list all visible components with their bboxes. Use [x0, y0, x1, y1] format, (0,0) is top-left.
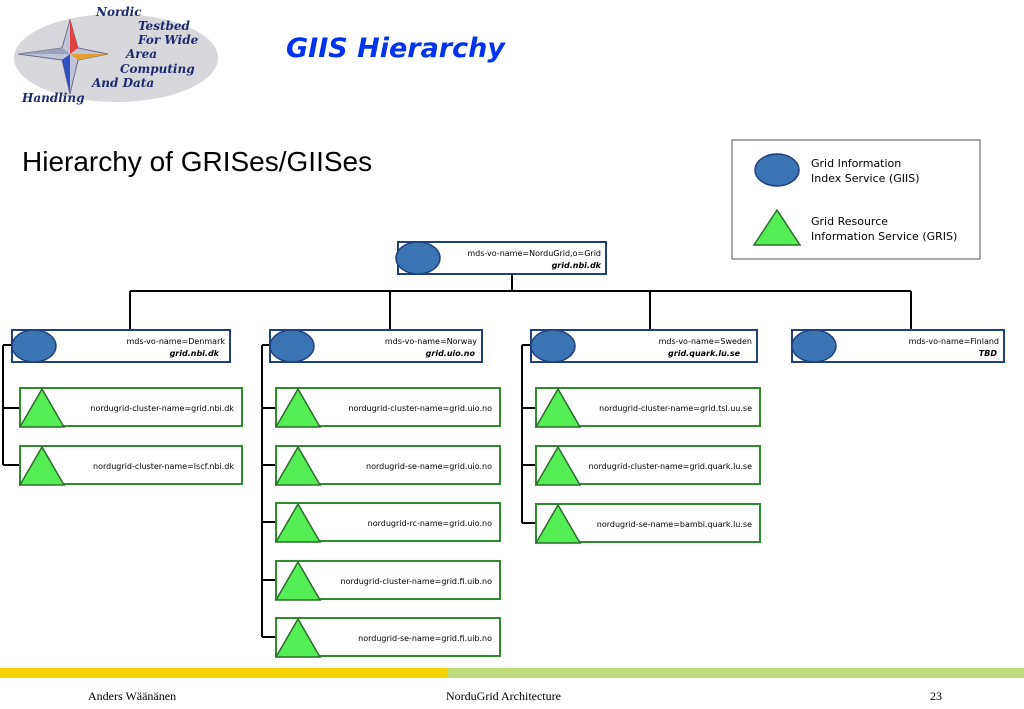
root-giis-node: mds-vo-name=NorduGrid,o=Grid grid.nbi.dk [395, 241, 607, 275]
node-host: grid.uio.no [426, 349, 476, 358]
node-host: TBD [979, 349, 998, 358]
node-label: nordugrid-cluster-name=grid.tsl.uu.se [599, 404, 752, 413]
giis-icon [395, 241, 441, 275]
logo-line: Nordic [95, 5, 142, 19]
gris-icon [18, 445, 66, 486]
node-host: grid.nbi.dk [170, 349, 220, 358]
node-label: mds-vo-name=Norway [385, 337, 477, 346]
node-label: mds-vo-name=Denmark [126, 337, 225, 346]
gris-icon [534, 387, 582, 428]
giis-icon [269, 329, 315, 363]
nordugrid-logo: Nordic Testbed For Wide Area Computing A… [14, 5, 218, 105]
node-label: nordugrid-cluster-name=grid.nbi.dk [90, 404, 234, 413]
footer-presentation-title: NorduGrid Architecture [446, 689, 561, 703]
node-label: mds-vo-name=Sweden [659, 337, 752, 346]
node-label: nordugrid-rc-name=grid.uio.no [368, 519, 492, 528]
logo-line: For Wide [137, 33, 199, 47]
legend-gris-label: Grid Resource [811, 215, 888, 228]
connector-lines [2, 274, 912, 638]
gris-icon [18, 387, 66, 428]
gris-icon [534, 445, 582, 486]
footer-bar-yellow [0, 668, 448, 678]
gris-node-norway-5: nordugrid-se-name=grid.fi.uib.no [274, 617, 501, 658]
giis-node-norway: mds-vo-name=Norway grid.uio.no [269, 329, 483, 363]
node-label: mds-vo-name=NorduGrid,o=Grid [467, 249, 601, 258]
gris-legend-icon [752, 208, 802, 246]
page-number: 23 [930, 689, 942, 703]
gris-node-sweden-3: nordugrid-se-name=bambi.quark.lu.se [534, 503, 761, 544]
gris-node-denmark-2: nordugrid-cluster-name=lscf.nbi.dk [18, 445, 243, 486]
node-label: mds-vo-name=Finland [909, 337, 999, 346]
giis-node-denmark: mds-vo-name=Denmark grid.nbi.dk [11, 329, 231, 363]
footer-author: Anders Wäänänen [88, 689, 177, 703]
giis-node-finland: mds-vo-name=Finland TBD [791, 329, 1005, 363]
gris-node-norway-3: nordugrid-rc-name=grid.uio.no [274, 502, 501, 543]
node-label: nordugrid-cluster-name=grid.uio.no [348, 404, 492, 413]
giis-icon [11, 329, 57, 363]
gris-icon [274, 387, 322, 428]
logo-line: Testbed [138, 19, 191, 33]
node-label: nordugrid-se-name=grid.uio.no [366, 462, 492, 471]
logo-line: Area [125, 47, 157, 61]
footer-bar-green [448, 668, 1024, 678]
node-host: grid.quark.lu.se [668, 349, 741, 358]
gris-icon [274, 560, 322, 601]
node-label: nordugrid-se-name=bambi.quark.lu.se [597, 520, 752, 529]
logo-line: Handling [21, 91, 84, 105]
legend-giis-label: Grid Information [811, 157, 901, 170]
legend-giis-label: Index Service (GIIS) [811, 172, 920, 185]
giis-legend-icon [754, 153, 800, 187]
gris-icon [534, 503, 582, 544]
legend: Grid Information Index Service (GIIS) Gr… [731, 139, 981, 260]
logo-line: Computing [120, 62, 195, 76]
giis-node-sweden: mds-vo-name=Sweden grid.quark.lu.se [530, 329, 758, 363]
compass-star-icon [17, 18, 109, 95]
node-label: nordugrid-cluster-name=lscf.nbi.dk [93, 462, 234, 471]
gris-node-sweden-1: nordugrid-cluster-name=grid.tsl.uu.se [534, 387, 761, 428]
logo-line: And Data [91, 76, 154, 90]
gris-node-sweden-2: nordugrid-cluster-name=grid.quark.lu.se [534, 445, 761, 486]
gris-icon [274, 502, 322, 543]
gris-node-norway-1: nordugrid-cluster-name=grid.uio.no [274, 387, 501, 428]
node-label: nordugrid-cluster-name=grid.fi.uib.no [341, 577, 493, 586]
giis-icon [530, 329, 576, 363]
gris-node-denmark-1: nordugrid-cluster-name=grid.nbi.dk [18, 387, 243, 428]
giis-icon [791, 329, 837, 363]
gris-node-norway-4: nordugrid-cluster-name=grid.fi.uib.no [274, 560, 501, 601]
gris-node-norway-2: nordugrid-se-name=grid.uio.no [274, 445, 501, 486]
gris-icon [274, 617, 322, 658]
node-label: nordugrid-se-name=grid.fi.uib.no [358, 634, 492, 643]
slide-title: GIIS Hierarchy [286, 33, 505, 64]
slide-subtitle: Hierarchy of GRISes/GIISes [22, 146, 373, 177]
node-label: nordugrid-cluster-name=grid.quark.lu.se [589, 462, 753, 471]
gris-icon [274, 445, 322, 486]
legend-gris-label: Information Service (GRIS) [811, 230, 957, 243]
node-host: grid.nbi.dk [552, 261, 602, 270]
